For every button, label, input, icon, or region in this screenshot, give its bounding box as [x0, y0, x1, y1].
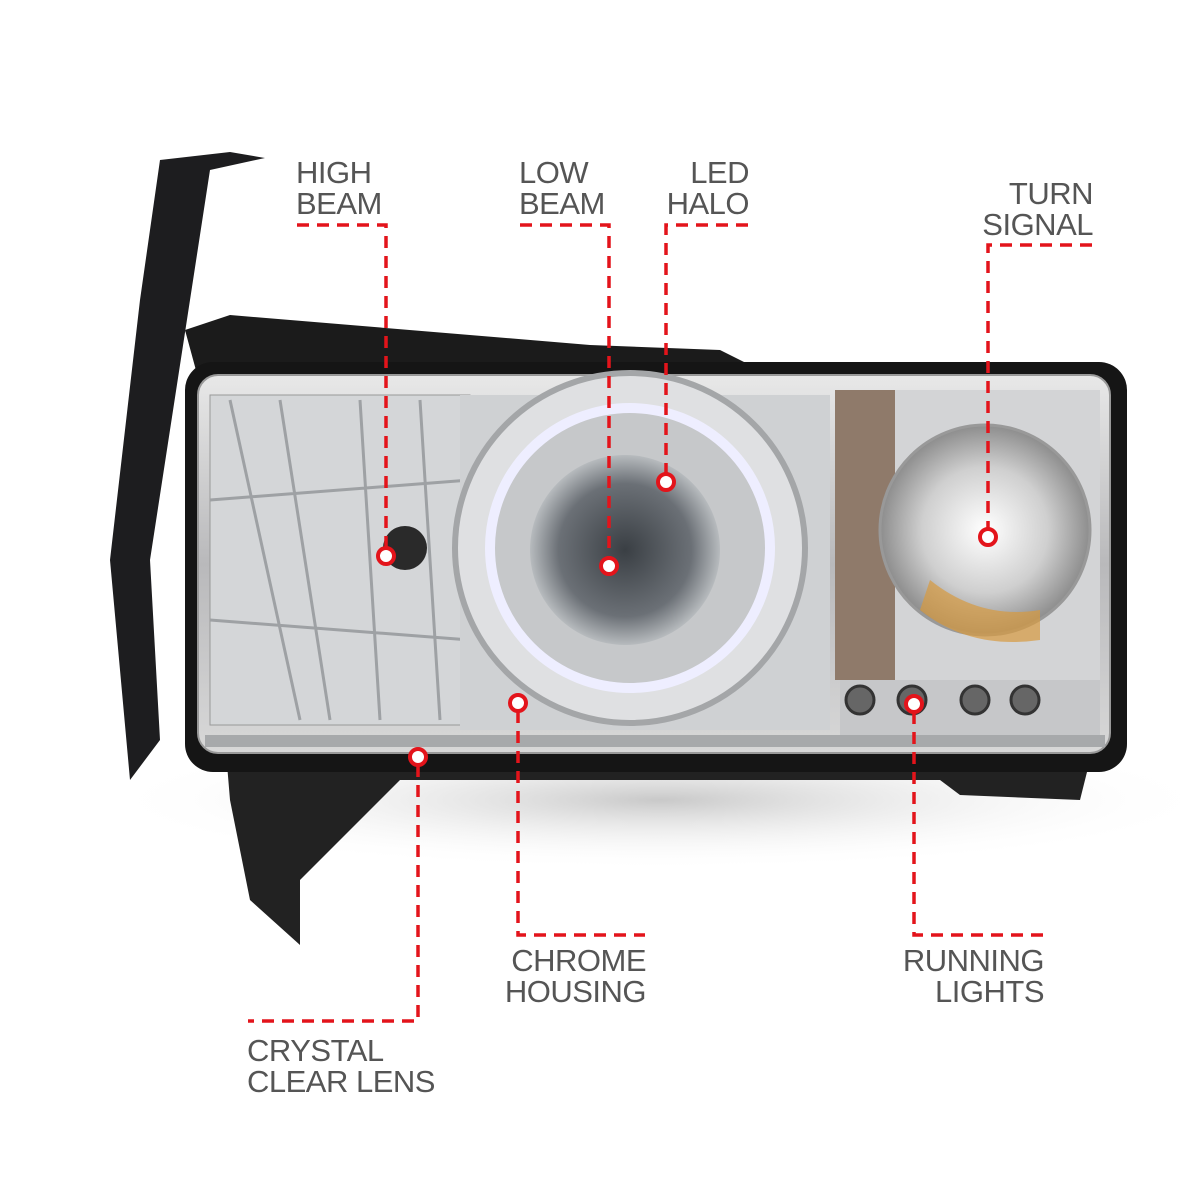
label-low-beam: LOW BEAM	[519, 157, 605, 219]
label-line: CLEAR LENS	[247, 1064, 435, 1099]
label-line: TURN	[1008, 176, 1094, 211]
callout-line-crystal-clear-lens	[248, 765, 420, 1023]
marker-running-lights	[904, 694, 924, 714]
callout-line-chrome-housing	[516, 711, 645, 937]
label-line: HOUSING	[504, 974, 647, 1009]
callout-line-turn-signal	[986, 243, 1092, 529]
marker-low-beam	[599, 556, 619, 576]
label-line: CHROME	[511, 943, 646, 978]
callout-line-led-halo	[664, 223, 748, 474]
marker-turn-signal	[978, 527, 998, 547]
callout-line-running-lights	[912, 712, 1043, 937]
label-led-halo: LED HALO	[666, 155, 750, 221]
label-line: SIGNAL	[982, 207, 1093, 242]
callout-line-high-beam	[297, 223, 388, 548]
projector-lens	[530, 455, 720, 645]
amber-accent	[920, 580, 1040, 642]
label-line: BEAM	[519, 186, 605, 221]
label-line: LOW	[519, 155, 589, 190]
label-line: RUNNING	[902, 943, 1045, 978]
label-line: HIGH	[296, 155, 372, 190]
label-line: BEAM	[296, 186, 382, 221]
label-line: LIGHTS	[935, 974, 1044, 1009]
label-crystal-clear-lens: CRYSTAL CLEAR LENS	[247, 1035, 435, 1097]
label-line: LED	[690, 155, 749, 190]
label-running-lights: RUNNING LIGHTS	[902, 943, 1045, 1009]
callout-line-low-beam	[520, 223, 611, 558]
marker-chrome-housing	[508, 693, 528, 713]
reflector-facets	[209, 399, 471, 721]
mounting-bracket	[110, 152, 265, 780]
label-chrome-housing: CHROME HOUSING	[504, 943, 647, 1009]
marker-high-beam	[376, 546, 396, 566]
label-line: HALO	[666, 186, 750, 221]
lens-bottom-trim	[205, 735, 1105, 747]
label-turn-signal: TURN SIGNAL	[982, 178, 1093, 240]
marker-crystal-clear-lens	[408, 747, 428, 767]
label-line: CRYSTAL	[247, 1033, 384, 1068]
label-high-beam: HIGH BEAM	[296, 157, 382, 219]
high-beam-reflector	[209, 394, 471, 726]
marker-led-halo	[656, 472, 676, 492]
